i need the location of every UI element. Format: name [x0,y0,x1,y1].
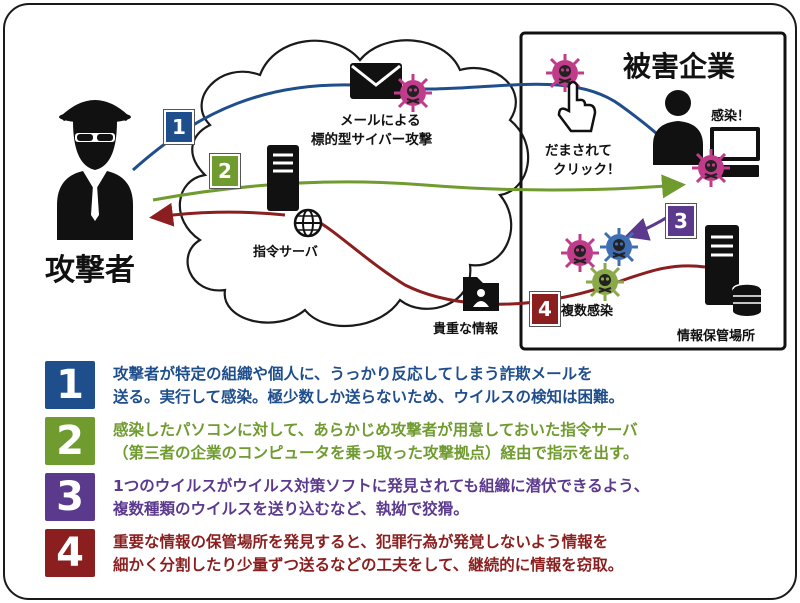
step-4-number: 4 [45,529,95,577]
step-3-line2: 複数種類のウイルスを送り込むなど、執拗で狡猾。 [113,500,469,518]
step-1-line1: 攻撃者が特定の組織や個人に、うっかり反応してしまう詐欺メールを [113,365,593,383]
virus-icon [584,261,626,303]
step-3-line1: 1つのウイルスがウイルス対策ソフトに発見されても組織に潜伏できるよう、 [113,477,650,495]
employee-icon [653,90,760,177]
infected-label: 感染！ [711,109,751,124]
step-1: 1 攻撃者が特定の組織や個人に、うっかり反応してしまう詐欺メールを 送る。実行し… [45,361,785,409]
deceived-label-line1: だまされて [545,143,612,159]
step-4-line1: 重要な情報の保管場所を発見すると、犯罪行為が発覚しないよう情報を [113,533,609,551]
virus-icon [598,226,640,268]
attacker-label: 攻撃者 [45,253,135,288]
step-1-number: 1 [45,361,95,409]
valuable-info-label: 貴重な情報 [433,322,499,337]
step-2-text: 感染したパソコンに対して、あらかじめ攻撃者が用意しておいた指令サーバ （第三者の… [113,419,638,465]
victim-company-title: 被害企業 [623,50,736,83]
step-2: 2 感染したパソコンに対して、あらかじめ攻撃者が用意しておいた指令サーバ （第三… [45,417,785,465]
envelope-icon [350,63,402,99]
virus-icon [392,72,434,114]
step-3-text: 1つのウイルスがウイルス対策ソフトに発見されても組織に潜伏できるよう、 複数種類… [113,475,649,521]
c2-server-label: 指令サーバ [253,245,318,260]
globe-icon [293,208,323,238]
arrow-badge-4: 4 [530,292,560,326]
attacker-icon [57,100,133,240]
database-icon [705,225,762,316]
step-3: 3 1つのウイルスがウイルス対策ソフトに発見されても組織に潜伏できるよう、 複数… [45,473,785,521]
email-label-line2: 標的型サイバー攻撃 [311,132,433,148]
arrow-badge-3: 3 [666,204,696,238]
arrow-badge-1: 1 [164,110,194,144]
arrow-2 [152,174,686,202]
arrow-1 [132,82,682,172]
step-3-number: 3 [45,473,95,521]
diagram-art [57,31,787,351]
step-4: 4 重要な情報の保管場所を発見すると、犯罪行為が発覚しないよう情報を 細かく分割… [45,529,785,577]
diagram-frame: 1 2 3 4 攻撃者 被害企業 メールによる 標的型サイバー攻撃 指令サーバ … [3,3,797,600]
virus-icon [559,232,601,274]
step-2-number: 2 [45,417,95,465]
info-storage-label: 情報保管場所 [677,329,756,344]
server-icon [267,145,299,211]
virus-icon [690,147,732,189]
arrow-badge-2: 2 [210,154,240,188]
folder-person-icon [463,277,499,311]
step-1-text: 攻撃者が特定の組織や個人に、うっかり反応してしまう詐欺メールを 送る。実行して感… [113,363,624,409]
step-2-line1: 感染したパソコンに対して、あらかじめ攻撃者が用意しておいた指令サーバ [113,421,638,439]
multi-infection-label: 複数感染 [561,304,614,319]
step-4-line2: 細かく分割したり少量ずつ送るなどの工夫をして、継続的に情報を窃取。 [113,556,624,574]
arrow-4-return [149,202,286,227]
step-2-line2: （第三者の企業のコンピュータを乗っ取った攻撃拠点）経由で指示を出す。 [113,444,639,462]
virus-icon [544,52,586,94]
step-1-line2: 送る。実行して感染。極少数しか送らないため、ウイルスの検知は困難。 [113,388,625,406]
pointer-hand-icon [557,80,597,133]
deceived-label-line2: クリック！ [553,162,621,178]
step-4-text: 重要な情報の保管場所を発見すると、犯罪行為が発覚しないよう情報を 細かく分割した… [113,531,623,577]
email-label-line1: メールによる [340,113,421,129]
